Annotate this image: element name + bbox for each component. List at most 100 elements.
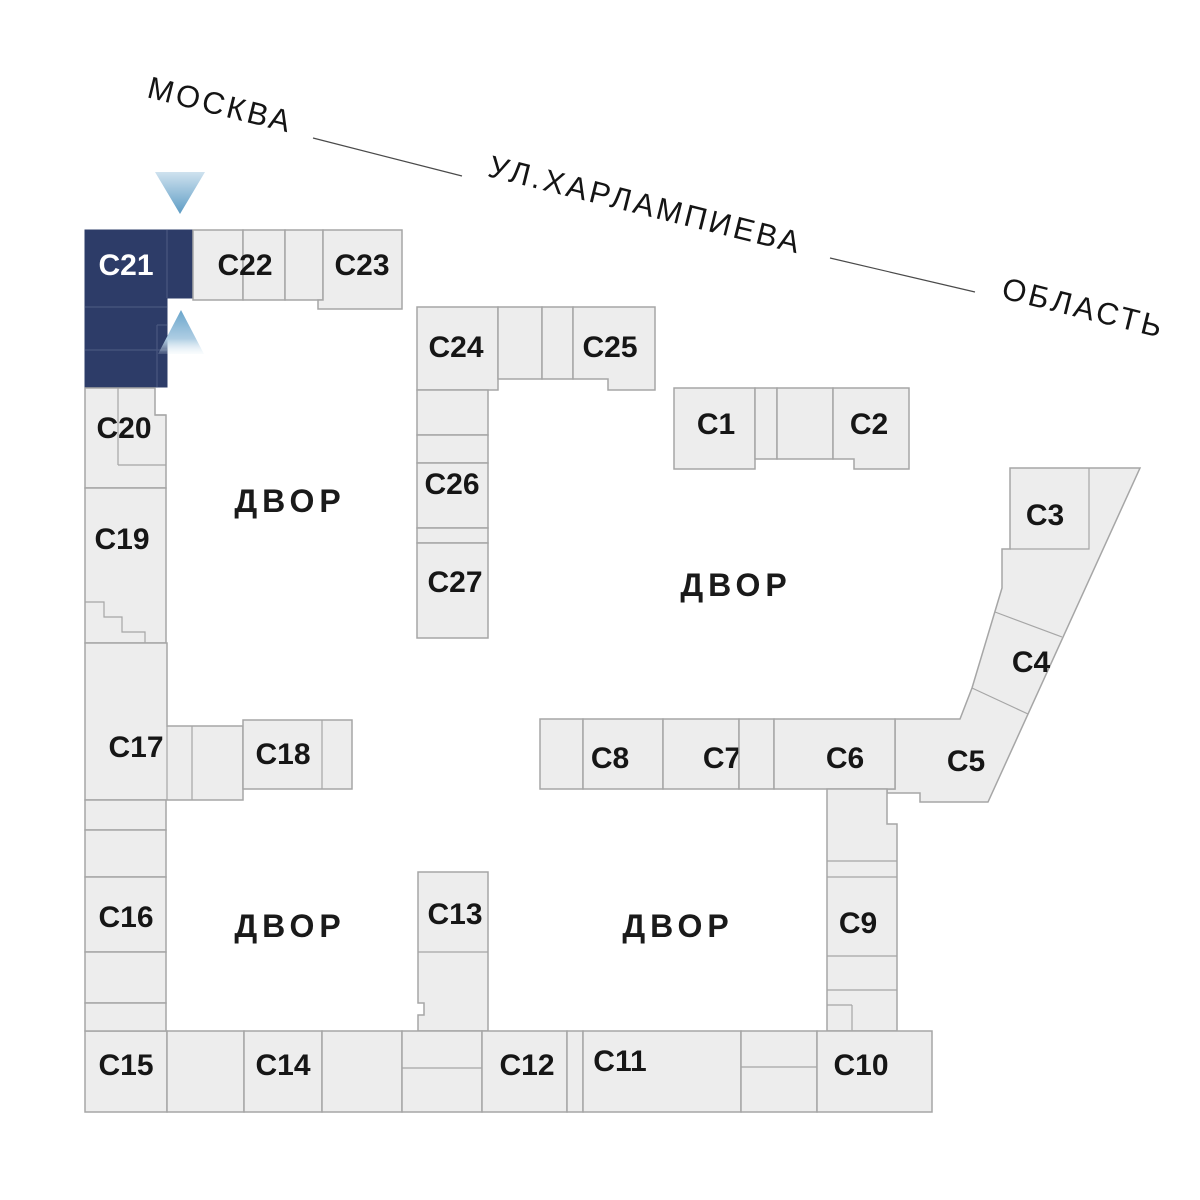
building-c25-label: С25 (582, 331, 637, 364)
building-c13[interactable]: С13 (417, 871, 489, 1032)
building-c1-label: С1 (697, 408, 735, 441)
building-c9[interactable]: С9 (826, 788, 898, 1032)
building-c17-shape[interactable] (84, 642, 244, 801)
building-c5-label: С5 (947, 745, 985, 778)
connector-section[interactable] (740, 1030, 818, 1113)
building-c17[interactable]: С17 (84, 642, 244, 801)
building-band-c3-c4-c5[interactable]: С3 С4 С5 (886, 467, 1142, 803)
building-c18[interactable]: С18 (242, 719, 353, 790)
building-c12-label: С12 (499, 1049, 554, 1082)
building-c20-divider (117, 388, 166, 466)
building-c12[interactable]: С12 (481, 1030, 568, 1113)
building-c26[interactable]: С26 (416, 462, 489, 529)
connector-section[interactable] (497, 306, 543, 380)
building-c15-shape[interactable] (84, 1030, 168, 1113)
building-c10[interactable]: С10 (816, 1030, 933, 1113)
building-c18-shape[interactable] (242, 719, 353, 790)
building-c21-divider (156, 324, 167, 387)
building-c27-shape[interactable] (416, 542, 489, 639)
building-c27[interactable]: С27 (416, 542, 489, 639)
building-c7[interactable]: С7 (662, 718, 741, 790)
building-c15[interactable]: С15 (84, 1030, 168, 1113)
street-label-moscow: МОСКВА (144, 70, 297, 140)
connector-section[interactable] (541, 306, 574, 380)
building-c2[interactable]: С2 (832, 387, 910, 470)
building-c20[interactable]: С20 (84, 387, 167, 489)
building-c6-shape[interactable] (773, 718, 896, 790)
building-c1-shape[interactable] (673, 387, 756, 470)
connector-section[interactable] (776, 387, 834, 460)
connector-section[interactable] (166, 1030, 245, 1113)
building-c4-label: С4 (1012, 646, 1051, 679)
building-c10-label: С10 (833, 1049, 888, 1082)
connector-section[interactable] (321, 1030, 403, 1113)
building-c10-shape[interactable] (816, 1030, 933, 1113)
building-c2-shape[interactable] (832, 387, 910, 470)
building-c13-label: С13 (427, 898, 482, 931)
building-c12-shape[interactable] (481, 1030, 568, 1113)
band-shape[interactable] (886, 467, 1142, 803)
building-c21-label: С21 (98, 249, 153, 282)
building-c25[interactable]: С25 (572, 306, 656, 391)
connector-section[interactable] (754, 387, 778, 460)
building-c14-label: С14 (255, 1049, 310, 1082)
building-c26-label: С26 (424, 468, 479, 501)
building-c17-label: С17 (108, 731, 163, 764)
connector-section[interactable] (84, 829, 167, 878)
street-line-right (829, 257, 976, 293)
courtyard-label-bottom-right: ДВОР (622, 908, 733, 944)
building-c9-label: С9 (839, 907, 877, 940)
building-c1[interactable]: С1 (673, 387, 756, 470)
building-c26-shape[interactable] (416, 462, 489, 529)
building-c5-divider (971, 687, 1029, 715)
connector-section[interactable] (284, 229, 324, 301)
building-c8-shape[interactable] (582, 718, 664, 790)
building-c25-shape[interactable] (572, 306, 656, 391)
building-c6-label: С6 (826, 742, 864, 775)
building-c21[interactable]: С21 (84, 229, 194, 388)
building-c11[interactable]: С11 (582, 1030, 742, 1113)
building-c19-stairs (85, 601, 146, 643)
building-c4-divider (994, 611, 1063, 638)
building-c16[interactable]: С16 (84, 876, 167, 953)
connector-section[interactable] (416, 527, 489, 544)
building-c16-shape[interactable] (84, 876, 167, 953)
building-c19-label: С19 (94, 523, 149, 556)
connector-section[interactable] (401, 1030, 483, 1113)
connector-before-c10[interactable] (740, 1030, 818, 1113)
building-c27-label: С27 (427, 566, 482, 599)
building-c22-section[interactable] (192, 229, 244, 301)
building-c11-shape[interactable] (582, 1030, 742, 1113)
connector-section[interactable] (539, 718, 584, 790)
building-c23[interactable]: С23 (317, 229, 403, 310)
connector-section[interactable] (84, 951, 167, 1004)
building-c24-label: С24 (428, 331, 483, 364)
building-c14-shape[interactable] (243, 1030, 323, 1113)
connector-section[interactable] (416, 389, 489, 436)
building-c11-label: С11 (593, 1045, 646, 1078)
building-c19[interactable]: С19 (84, 487, 167, 644)
connector-section[interactable] (84, 1002, 167, 1032)
building-c23-shape[interactable] (317, 229, 403, 310)
connector-under-c13[interactable] (401, 1030, 483, 1113)
building-c8[interactable]: С8 (582, 718, 664, 790)
building-c16-label: С16 (98, 901, 153, 934)
building-c7-shape[interactable] (662, 718, 740, 790)
courtyard-label-bottom-left: ДВОР (234, 908, 345, 944)
building-c8-label: С8 (591, 742, 629, 775)
building-c24-shape[interactable] (416, 306, 499, 391)
building-c14[interactable]: С14 (243, 1030, 323, 1113)
building-c19-shape[interactable] (84, 487, 167, 644)
building-c23-label: С23 (334, 249, 389, 282)
building-c24[interactable]: С24 (416, 306, 499, 391)
connector-section[interactable] (84, 799, 167, 831)
courtyard-label-top-right: ДВОР (680, 567, 791, 603)
building-c6[interactable]: С6 (773, 718, 896, 790)
connector-section[interactable] (566, 1030, 584, 1113)
building-c22[interactable]: С22 (192, 229, 286, 301)
street-label-name: УЛ.ХАРЛАМПИЕВА (485, 149, 806, 261)
connector-section[interactable] (416, 434, 489, 464)
connector-section[interactable] (738, 718, 775, 790)
